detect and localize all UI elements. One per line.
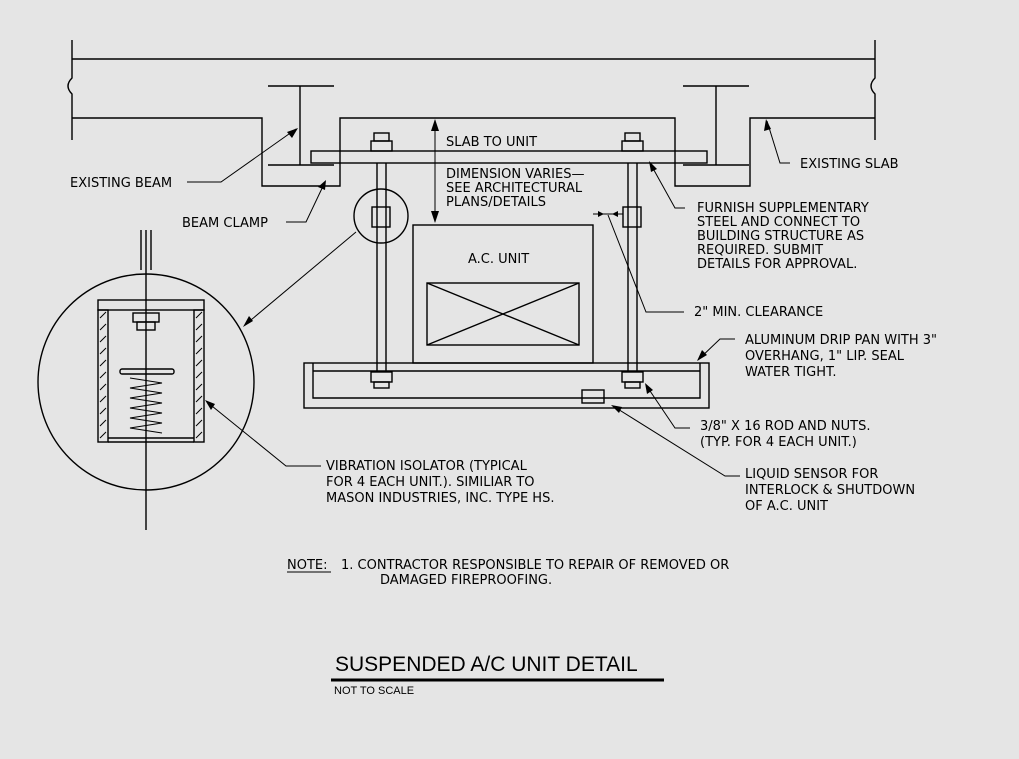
- isolator-enlarged-detail: [37, 230, 255, 530]
- label-furnish-steel: FURNISH SUPPLEMENTARY STEEL AND CONNECT …: [697, 201, 869, 272]
- label-beam-clamp: BEAM CLAMP: [182, 216, 268, 231]
- supplementary-steel: [310, 150, 708, 164]
- note-line-2: DAMAGED FIREPROOFING.: [380, 573, 552, 588]
- svg-text:BUILDING STRUCTURE AS: BUILDING STRUCTURE AS: [697, 229, 864, 244]
- label-existing-slab: EXISTING SLAB: [800, 157, 899, 172]
- svg-text:FOR 4 EACH UNIT.). SIMILIAR TO: FOR 4 EACH UNIT.). SIMILIAR TO: [326, 475, 535, 490]
- svg-text:3/8" X 16 ROD AND NUTS.: 3/8" X 16 ROD AND NUTS.: [700, 419, 870, 434]
- bottom-nuts: [370, 371, 644, 389]
- svg-text:OF A.C. UNIT: OF A.C. UNIT: [745, 499, 828, 514]
- label-rod-nuts: 3/8" X 16 ROD AND NUTS. (TYP. FOR 4 EACH…: [700, 419, 870, 450]
- existing-slab: [67, 40, 876, 187]
- svg-text:SEE ARCHITECTURAL: SEE ARCHITECTURAL: [446, 181, 583, 196]
- label-vibration-isolator: VIBRATION ISOLATOR (TYPICAL FOR 4 EACH U…: [326, 459, 554, 506]
- leader-lines: [187, 119, 790, 477]
- drawing-title: SUSPENDED A/C UNIT DETAIL: [335, 653, 638, 676]
- label-slab-to-unit: SLAB TO UNIT: [446, 135, 537, 150]
- label-dimension-varies: DIMENSION VARIES— SEE ARCHITECTURAL PLAN…: [446, 167, 584, 210]
- general-note: NOTE: 1. CONTRACTOR RESPONSIBLE TO REPAI…: [287, 558, 729, 588]
- svg-text:STEEL AND CONNECT TO: STEEL AND CONNECT TO: [697, 215, 860, 230]
- hanger-rods: [376, 163, 638, 372]
- label-min-clearance: 2" MIN. CLEARANCE: [694, 305, 823, 320]
- svg-text:PLANS/DETAILS: PLANS/DETAILS: [446, 195, 546, 210]
- svg-text:LIQUID SENSOR FOR: LIQUID SENSOR FOR: [745, 467, 878, 482]
- svg-text:WATER TIGHT.: WATER TIGHT.: [745, 365, 837, 380]
- svg-text:INTERLOCK & SHUTDOWN: INTERLOCK & SHUTDOWN: [745, 483, 915, 498]
- label-ac-unit: A.C. UNIT: [468, 252, 529, 267]
- svg-text:FURNISH SUPPLEMENTARY: FURNISH SUPPLEMENTARY: [697, 201, 869, 216]
- label-existing-beam: EXISTING BEAM: [70, 176, 172, 191]
- label-liquid-sensor: LIQUID SENSOR FOR INTERLOCK & SHUTDOWN O…: [745, 467, 915, 514]
- svg-text:DIMENSION VARIES—: DIMENSION VARIES—: [446, 167, 584, 182]
- existing-beam-right: [683, 85, 749, 166]
- rod-isolators: [371, 206, 642, 228]
- svg-text:DETAILS FOR APPROVAL.: DETAILS FOR APPROVAL.: [697, 257, 857, 272]
- detail-callout-circle: [353, 188, 409, 244]
- drip-pan: [303, 362, 710, 409]
- dimension-line: [431, 119, 439, 223]
- svg-text:(TYP. FOR 4 EACH UNIT.): (TYP. FOR 4 EACH UNIT.): [700, 435, 857, 450]
- ac-unit: [412, 224, 594, 364]
- label-drip-pan: ALUMINUM DRIP PAN WITH 3" OVERHANG, 1" L…: [745, 333, 937, 380]
- svg-text:OVERHANG, 1" LIP. SEAL: OVERHANG, 1" LIP. SEAL: [745, 349, 905, 364]
- liquid-sensor: [581, 389, 605, 404]
- note-label: NOTE:: [287, 558, 328, 573]
- clearance-dimension: [593, 211, 684, 313]
- svg-text:REQUIRED. SUBMIT: REQUIRED. SUBMIT: [697, 243, 823, 258]
- note-line-1: 1. CONTRACTOR RESPONSIBLE TO REPAIR OF R…: [341, 558, 729, 573]
- existing-beam-left: [268, 85, 334, 166]
- svg-text:MASON INDUSTRIES, INC. TYPE HS: MASON INDUSTRIES, INC. TYPE HS.: [326, 491, 554, 506]
- drawing-scale: NOT TO SCALE: [334, 685, 414, 697]
- svg-text:VIBRATION ISOLATOR (TYPICAL: VIBRATION ISOLATOR (TYPICAL: [326, 459, 528, 474]
- drawing-title-block: SUSPENDED A/C UNIT DETAIL NOT TO SCALE: [331, 653, 664, 697]
- top-nuts: [370, 132, 644, 152]
- svg-text:ALUMINUM DRIP PAN WITH 3": ALUMINUM DRIP PAN WITH 3": [745, 333, 937, 348]
